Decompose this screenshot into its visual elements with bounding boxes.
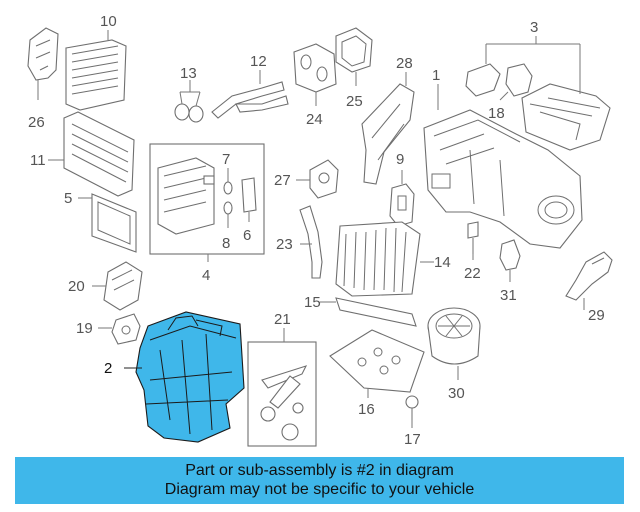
info-banner: Part or sub-assembly is #2 in diagram Di… (15, 457, 624, 504)
callout-9: 9 (396, 151, 404, 168)
callout-6: 6 (243, 227, 251, 244)
callout-25: 25 (346, 93, 363, 110)
callout-8: 8 (222, 235, 230, 252)
part-24-gasket[interactable]: 24 (293, 43, 337, 128)
callout-17: 17 (404, 431, 421, 448)
callout-29: 29 (588, 307, 605, 324)
callout-11: 11 (30, 152, 46, 169)
callout-22: 22 (464, 265, 481, 282)
part-14-cabin-filter[interactable]: 14 (335, 221, 451, 297)
part-23-hose[interactable]: 23 (276, 205, 323, 279)
part-25-gasket[interactable]: 25 (335, 27, 373, 110)
callout-3: 3 (530, 19, 538, 36)
part-13-clips[interactable]: 13 (174, 65, 204, 123)
part-1-main-housing[interactable]: 1 (423, 67, 583, 249)
part-21-group[interactable]: 21 (247, 311, 317, 447)
callout-21: 21 (274, 311, 291, 328)
part-15-seal[interactable]: 15 (304, 294, 417, 327)
part-3-upper-housing[interactable]: 3 18 (465, 19, 611, 151)
callout-28: 28 (396, 55, 413, 72)
callout-7: 7 (222, 151, 230, 168)
callout-15: 15 (304, 294, 321, 311)
part-11-evaporator[interactable]: 11 (30, 111, 135, 197)
part-22-fastener[interactable]: 22 (464, 221, 481, 282)
part-28-bracket[interactable]: 28 (361, 55, 415, 185)
part-27-sensor[interactable]: 27 (274, 159, 339, 199)
part-16-tray[interactable]: 16 (329, 329, 425, 418)
part-4-group[interactable]: 4 7 8 6 (149, 143, 265, 284)
callout-14: 14 (434, 254, 451, 271)
callout-1: 1 (432, 67, 440, 84)
part-9-switch[interactable]: 9 (389, 151, 415, 227)
callout-4: 4 (202, 267, 210, 284)
callout-30: 30 (448, 385, 465, 402)
parts-diagram: 26 10 11 5 20 19 2 (27, 13, 613, 448)
callout-10: 10 (100, 13, 117, 30)
callout-2: 2 (104, 360, 112, 377)
callout-18: 18 (488, 105, 505, 122)
callout-19: 19 (76, 320, 93, 337)
part-2-housing-highlighted[interactable]: 2 (104, 311, 245, 443)
callout-26: 26 (28, 114, 45, 131)
part-5-seal-frame[interactable]: 5 (64, 190, 137, 253)
callout-5: 5 (64, 190, 72, 207)
part-26-bracket[interactable]: 26 (27, 27, 59, 131)
part-20-actuator[interactable]: 20 (68, 261, 143, 311)
part-17-screw[interactable]: 17 (404, 395, 421, 448)
part-10-heater-core[interactable]: 10 (65, 13, 127, 111)
callout-12: 12 (250, 53, 267, 70)
part-19-actuator[interactable]: 19 (76, 313, 141, 345)
callout-31: 31 (500, 287, 517, 304)
callout-13: 13 (180, 65, 197, 82)
callout-16: 16 (358, 401, 375, 418)
part-12-pipe[interactable]: 12 (211, 53, 289, 119)
part-31-resistor[interactable]: 31 (499, 239, 521, 304)
callout-24: 24 (306, 111, 323, 128)
banner-line-2: Diagram may not be specific to your vehi… (164, 481, 475, 498)
part-30-blower-motor[interactable]: 30 (427, 307, 481, 402)
callout-27: 27 (274, 172, 291, 189)
banner-line-1: Part or sub-assembly is #2 in diagram (185, 462, 454, 479)
part-29-duct[interactable]: 29 (565, 251, 613, 324)
callout-20: 20 (68, 278, 85, 295)
callout-23: 23 (276, 236, 293, 253)
